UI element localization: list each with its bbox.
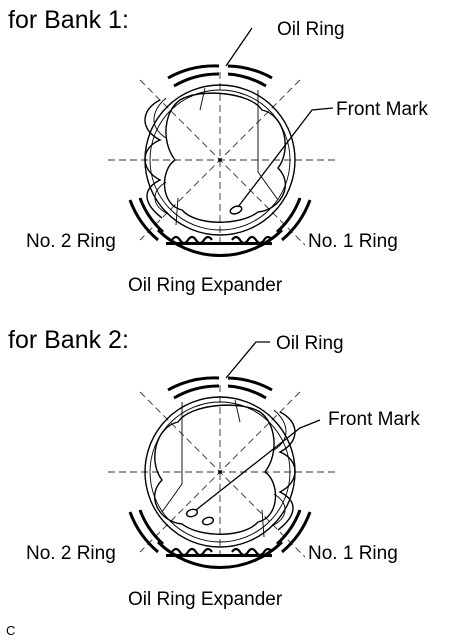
bank2-oil-ring-segment-left [167, 376, 220, 392]
bank1-no1-ring [281, 199, 312, 242]
bank1-expander-label: Oil Ring Expander [128, 275, 283, 296]
bank2-no1-ring-label: No. 1 Ring [308, 543, 398, 564]
bank2-front-mark-dimple-upper [185, 508, 199, 518]
bank1-front-mark-dimple [229, 205, 243, 215]
bank2-bowl-detail [234, 399, 265, 538]
figure-code: C [6, 623, 16, 638]
bank1-no2-ring-label: No. 2 Ring [26, 231, 116, 252]
bank1-oil-ring-segment-left [167, 64, 220, 80]
bank2-heading: for Bank 2: [8, 326, 129, 354]
bank2-oil-ring-expander [171, 547, 273, 557]
bank1-oil-ring-rail-left [173, 72, 220, 88]
bank2-oil-ring-label: Oil Ring [276, 333, 344, 354]
bank2-piston-inner-outline [149, 401, 291, 543]
bank2-no2-ring-label: No. 2 Ring [26, 543, 116, 564]
bank1-front-mark-leader [237, 107, 334, 208]
bank1-oil-ring-label: Oil Ring [277, 19, 345, 40]
bank2-valve-relief-right [277, 411, 296, 531]
bank1-piston [108, 27, 335, 258]
bank2-bowl-edge [161, 402, 183, 513]
bank1-no1-ring-label: No. 1 Ring [308, 231, 398, 252]
bank1-oil-ring-lower [156, 228, 284, 258]
bank1-combustion-bowl [163, 92, 286, 223]
bank1-no2-ring-inner [138, 197, 165, 234]
bank1-oil-ring-rail-right [227, 72, 267, 88]
bank2-oil-ring-lower [156, 540, 284, 570]
bank2-no2-ring-inner [138, 509, 165, 546]
bank1-oil-ring-leader [225, 27, 253, 67]
bank1-oil-ring-segment-right [227, 64, 273, 80]
bank2-oil-ring-segment-right [227, 376, 273, 392]
bank1-piston-inner-outline [149, 89, 291, 231]
bank2-diagonal-axis [139, 391, 306, 558]
bank1-bowl-edge [257, 90, 279, 201]
bank2-oil-ring-leader [225, 341, 270, 379]
bank2-front-mark-leader [195, 419, 321, 511]
bank1-valve-relief-left [144, 99, 163, 219]
bank2-oil-ring-rail-right [227, 384, 267, 400]
bank2-oil-ring-rail-left [173, 384, 220, 400]
bank1-no1-ring-inner [275, 197, 302, 234]
bank2-expander-label: Oil Ring Expander [128, 589, 283, 610]
bank2-no1-ring-inner [275, 509, 302, 546]
bank1-heading: for Bank 1: [8, 6, 129, 34]
bank2-no1-ring [281, 511, 312, 554]
bank1-diagonal-axis [139, 79, 306, 246]
bank1-center-point [218, 158, 222, 162]
bank2-no2-ring [128, 511, 159, 554]
bank2-combustion-bowl [154, 404, 277, 535]
bank1-expander-base [166, 242, 272, 245]
bank2-expander-base [166, 554, 272, 557]
bank2-front-mark-dimple-lower [201, 516, 215, 526]
bank1-bowl-detail [175, 87, 206, 226]
bank1-oil-ring-expander [171, 235, 273, 245]
bank2-center-point [218, 470, 222, 474]
bank2-valve-relief-right-inner [271, 409, 287, 527]
bank2-piston [108, 341, 335, 570]
bank1-front-mark-label: Front Mark [336, 99, 428, 120]
bank1-no2-ring [128, 199, 159, 242]
bank1-valve-relief-left-inner [153, 97, 169, 215]
bank2-front-mark-label: Front Mark [328, 409, 420, 430]
